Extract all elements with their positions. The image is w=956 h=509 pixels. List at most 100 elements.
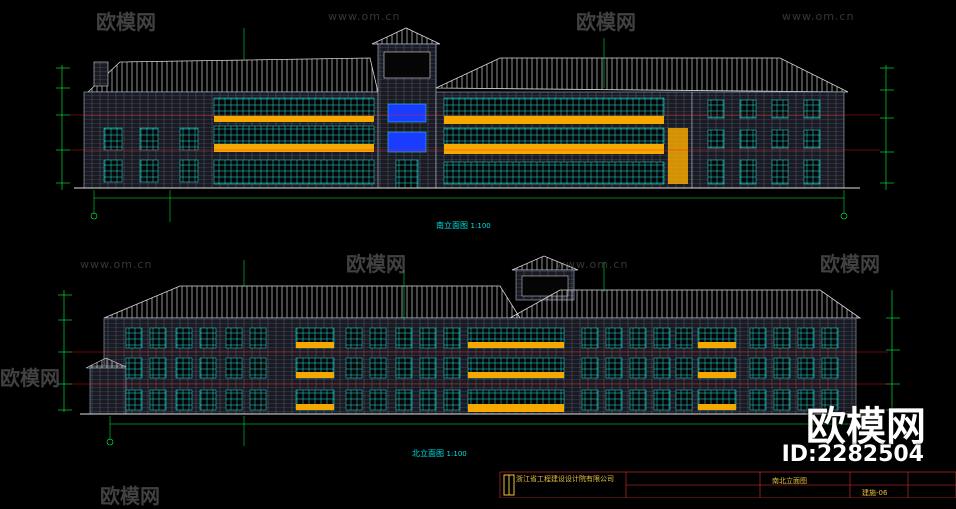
north-window [653,357,671,379]
left-level-markers-south [56,65,70,190]
north-window [773,327,791,349]
model-id-watermark: ID:2282504 [781,442,924,467]
north-window [821,357,839,379]
north-window [773,357,791,379]
south-axis-left [90,212,98,220]
north-window [225,357,243,379]
north-window [125,389,143,411]
north-window [225,327,243,349]
north-dimension [109,260,850,446]
north-window [175,389,193,411]
watermark-brand: 欧模网 [96,10,156,34]
north-window [149,389,167,411]
north-window [581,389,599,411]
south-right-corridor [443,97,688,185]
north-elevation-scale: 1:100 [446,450,467,458]
north-window [345,357,363,379]
watermark-brand: 欧模网 [0,366,60,390]
north-window [369,389,387,411]
south-tower-blue-2 [387,131,427,153]
north-window [749,389,767,411]
title-block-sheet-label: 南北立面图 [772,477,807,485]
north-window [675,389,693,411]
south-left-windows [103,127,199,183]
south-elevation-scale: 1:100 [470,222,491,230]
north-window [749,327,767,349]
south-left-corridor [213,97,375,185]
north-window [125,327,143,349]
south-east-windows [707,99,821,185]
watermark-brand: 欧模网 [346,252,406,276]
north-window [821,327,839,349]
north-window [419,357,437,379]
north-window [443,389,461,411]
north-window [629,357,647,379]
south-tower-arches [383,51,431,79]
left-level-markers-north [58,290,72,412]
north-annex [89,365,127,415]
north-window [797,357,815,379]
north-windows [125,327,839,411]
north-window [175,357,193,379]
north-window [821,389,839,411]
north-elevation [58,255,900,446]
north-window [199,357,217,379]
north-elevation-title: 北立面图 1:100 [412,448,467,459]
north-window [395,327,413,349]
watermark-url: www.om.cn [80,258,153,271]
watermark-brand: 欧模网 [820,252,880,276]
north-window [605,327,623,349]
north-window [199,389,217,411]
north-window [605,389,623,411]
south-right-roof [435,57,849,93]
south-chimney [93,61,109,87]
north-window [149,357,167,379]
north-window [629,389,647,411]
north-window [249,327,267,349]
north-window [125,357,143,379]
north-window [419,327,437,349]
right-level-markers-north [886,290,900,412]
north-window [199,327,217,349]
north-window [249,389,267,411]
north-window [581,327,599,349]
watermark-brand: 欧模网 [576,10,636,34]
south-dimension [93,28,845,222]
north-window [675,327,693,349]
south-elevation [56,27,894,222]
south-tower-door [395,159,419,189]
north-left-roof [103,285,521,319]
south-axis-right [840,212,848,220]
north-balcony-bays [295,327,737,412]
north-level-lines [72,351,888,385]
title-block-drawing-no: 建施-06 [862,489,888,497]
title-block-logo [503,474,515,496]
title-block-frame [499,471,956,498]
north-window [345,327,363,349]
north-window [773,389,791,411]
right-level-markers-south [880,65,894,190]
south-level-lines [70,114,880,151]
north-window [675,357,693,379]
brand-watermark-large: 欧模网 [806,404,926,450]
south-left-roof [86,57,379,93]
north-window [653,389,671,411]
north-window [395,357,413,379]
north-window [443,357,461,379]
south-tower-blue-1 [387,103,427,123]
north-window [225,389,243,411]
watermark-brand: 欧模网 [100,484,160,508]
north-window [345,389,363,411]
south-tower-roof [371,27,441,45]
watermark-url: www.om.cn [556,258,629,271]
cad-drawing-canvas [56,27,956,498]
south-elevation-title: 南立面图 1:100 [436,220,491,231]
north-window [149,327,167,349]
north-annex-roof [85,357,129,369]
north-window [249,357,267,379]
north-window [443,327,461,349]
north-window [629,327,647,349]
north-window [581,357,599,379]
north-window [369,357,387,379]
south-elevation-title-text: 南立面图 [436,221,468,230]
